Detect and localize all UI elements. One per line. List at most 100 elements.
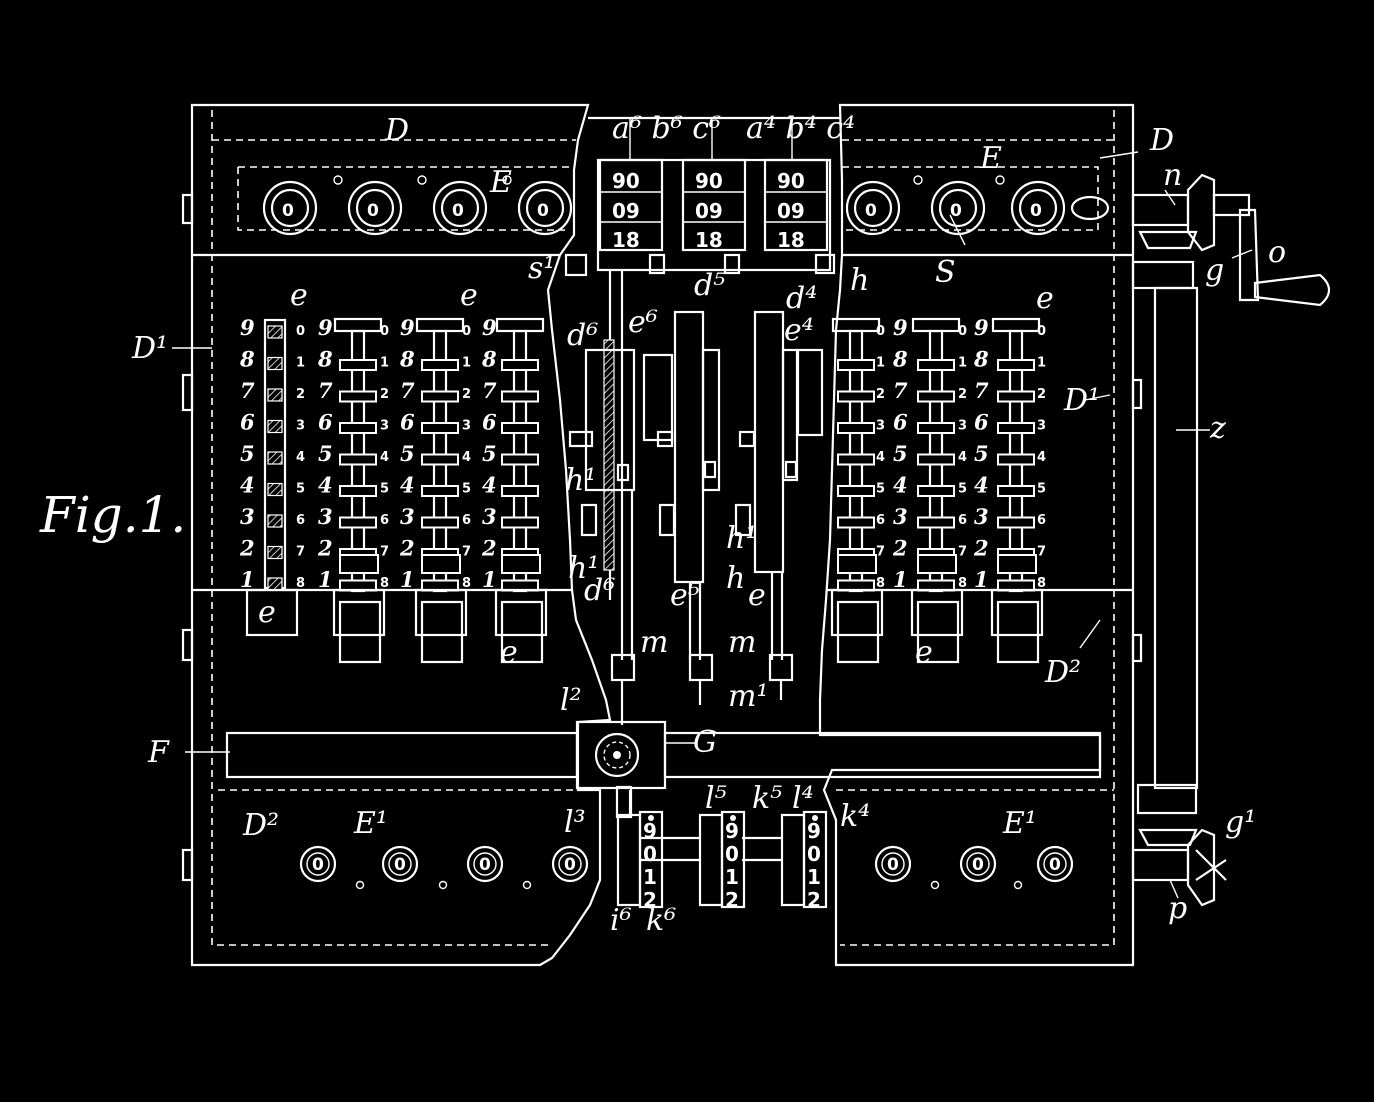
- small-scale-digit: 6: [380, 513, 389, 528]
- label-k6: k⁶: [646, 903, 676, 938]
- rod-knob: [339, 359, 377, 371]
- label-e6: e⁶: [628, 305, 658, 340]
- big-scale-digit: 8: [317, 347, 333, 372]
- window-digits-row1: 90: [695, 169, 723, 193]
- number-slide: [830, 317, 884, 664]
- slide-bar-F: [225, 720, 1102, 790]
- label-h1-a: h¹: [565, 463, 596, 498]
- top-dial: 0: [845, 180, 901, 236]
- big-scale-digit: 7: [482, 378, 497, 403]
- top-dial-digit: 0: [865, 201, 877, 221]
- slide-notch: [267, 482, 283, 497]
- label-E-left: E: [489, 165, 512, 200]
- big-scale-digit: 5: [482, 441, 497, 466]
- result-digit: 1: [725, 865, 739, 889]
- label-D2-right: D²: [1044, 655, 1081, 690]
- small-scale-digit: 7: [462, 545, 471, 560]
- slide-notch: [267, 388, 283, 402]
- big-scale-digit: 5: [893, 441, 908, 466]
- bottom-dial: 0: [959, 845, 997, 883]
- big-scale-digit: 1: [400, 567, 415, 592]
- small-scale-digit: 1: [462, 356, 471, 371]
- rod-knob: [837, 359, 875, 371]
- rod-knob: [837, 422, 875, 434]
- top-dial: 0: [262, 180, 318, 236]
- label-E-right: E: [979, 141, 1002, 176]
- big-scale-digit: 9: [240, 315, 255, 340]
- slide-notch: [267, 325, 283, 339]
- small-scale-digit: 8: [296, 576, 305, 591]
- number-slide: [494, 317, 548, 664]
- bottom-dial: 0: [1036, 845, 1074, 883]
- label-l2: l²: [560, 683, 582, 718]
- slide-notch: [267, 356, 283, 371]
- big-scale-digit: 6: [482, 410, 497, 435]
- big-scale-digit: 3: [240, 504, 255, 529]
- rod-knob: [421, 485, 459, 497]
- big-scale-digit: 6: [240, 410, 255, 435]
- top-dial-hole: [417, 175, 427, 185]
- label-h: h: [850, 263, 869, 298]
- big-scale-digit: 2: [239, 536, 255, 561]
- rod-knob: [421, 516, 459, 529]
- small-scale-digit: 0: [462, 324, 471, 339]
- bottom-dial-digit: 0: [972, 855, 984, 875]
- top-dial-hole: [995, 175, 1005, 185]
- rod-knob: [997, 516, 1035, 529]
- label-m1: m¹: [728, 679, 768, 714]
- slide-notch: [267, 545, 283, 560]
- rod-knob: [421, 390, 459, 403]
- rod-knob: [501, 485, 539, 497]
- bottom-dial-digit: 0: [887, 855, 899, 875]
- rod-knob: [501, 516, 539, 529]
- big-scale-digit: 2: [973, 536, 989, 561]
- big-scale-digit: 7: [974, 378, 989, 403]
- crank-assembly: [1131, 173, 1331, 907]
- big-scale-digit: 6: [400, 410, 415, 435]
- small-scale-digit: 4: [380, 450, 389, 465]
- big-scale-digit: 2: [399, 536, 415, 561]
- big-scale-digit: 8: [399, 347, 415, 372]
- top-dial-hole: [502, 175, 512, 185]
- small-scale-digit: 1: [296, 356, 305, 371]
- big-scale-digit: 4: [318, 473, 333, 498]
- rod-knob: [917, 453, 955, 466]
- small-scale-digit: 4: [958, 450, 967, 465]
- small-scale-digit: 8: [876, 576, 885, 591]
- rod-knob: [421, 359, 459, 371]
- bottom-dial: 0: [874, 845, 912, 883]
- label-h1-c: h¹: [726, 521, 757, 556]
- small-scale-digit: 5: [958, 482, 967, 497]
- label-D1-left: D¹: [131, 331, 168, 366]
- small-scale-digit: 2: [296, 387, 305, 402]
- window-digits-row2: 09: [777, 199, 805, 223]
- label-g: g: [1205, 253, 1224, 288]
- label-S: S: [935, 255, 956, 290]
- label-k4: k⁴: [840, 799, 870, 834]
- big-scale-digit: 1: [893, 567, 908, 592]
- big-scale-digit: 3: [974, 504, 989, 529]
- big-scale-digit: 2: [481, 536, 497, 561]
- small-scale-digit: 3: [296, 419, 305, 434]
- top-dial: 0: [432, 180, 488, 236]
- label-D-left: D: [384, 113, 409, 148]
- small-scale-digit: 1: [876, 356, 885, 371]
- label-e-2: e: [460, 278, 478, 313]
- big-scale-digit: 7: [240, 378, 255, 403]
- big-scale-digit: 4: [974, 473, 989, 498]
- rod-knob: [501, 390, 539, 403]
- right-number-slides: 0123456789876543210123456789876543210123…: [830, 315, 1046, 664]
- rod-knob: [997, 390, 1035, 403]
- rod-knob: [837, 485, 875, 497]
- label-e-3: e: [1036, 281, 1054, 316]
- rod-knob: [997, 422, 1035, 434]
- label-d4: d⁴: [786, 281, 817, 316]
- big-scale-digit: 8: [973, 347, 989, 372]
- small-scale-digit: 2: [380, 387, 389, 402]
- big-scale-digit: 8: [892, 347, 908, 372]
